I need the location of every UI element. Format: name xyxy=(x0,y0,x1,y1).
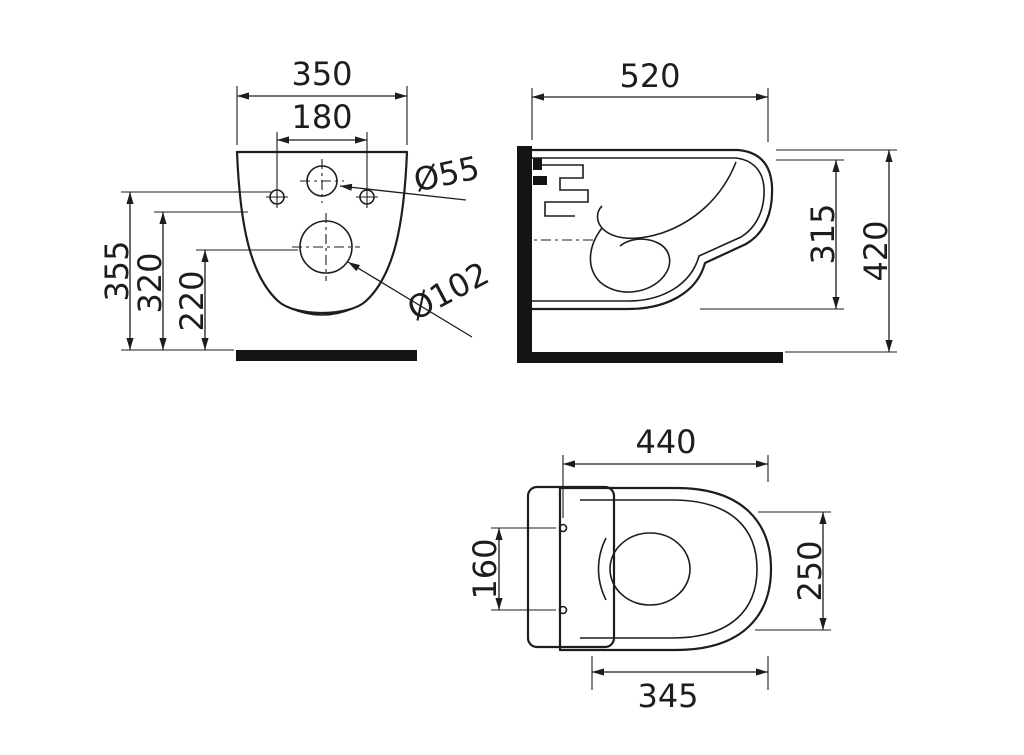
top-bowl-front-depth-label: 345 xyxy=(637,677,698,715)
front-bottom-curve xyxy=(289,307,355,316)
front-view: 350 180 355 320 220 Ø55 xyxy=(98,55,495,361)
front-height-355-label: 355 xyxy=(98,240,136,301)
top-seat-depth-label: 440 xyxy=(635,423,696,461)
side-fixing-block-bottom xyxy=(533,176,547,185)
top-bowl-width-label: 250 xyxy=(791,540,829,601)
side-fixing-block-top xyxy=(533,158,542,170)
extension-line xyxy=(776,149,897,353)
extension-line xyxy=(531,88,769,142)
side-flush-mechanism xyxy=(533,164,589,217)
front-hole-spacing-label: 180 xyxy=(291,98,352,136)
front-hole-spacing-dimension: 180 xyxy=(276,98,368,186)
top-seat-front-arc xyxy=(597,537,607,601)
inlet-centerlines xyxy=(300,159,344,203)
top-bowl-opening xyxy=(609,532,691,606)
side-overall-height-label: 420 xyxy=(857,220,895,281)
leader-line xyxy=(339,183,467,201)
top-hinge-spacing-dimension: 160 xyxy=(466,527,556,611)
top-seat-outer xyxy=(558,486,773,652)
extension-line xyxy=(121,191,272,351)
front-height-220-label: 220 xyxy=(173,270,211,331)
front-inlet-diameter-label: Ø55 xyxy=(410,149,482,200)
outlet-centerlines xyxy=(292,213,360,281)
front-inlet-hole xyxy=(300,159,344,203)
side-trap-curve xyxy=(589,227,671,293)
front-outlet-hole xyxy=(292,213,360,281)
side-wall-bar xyxy=(517,146,532,354)
side-body-height-label: 315 xyxy=(804,203,842,264)
side-depth-label: 520 xyxy=(619,57,680,95)
extension-line xyxy=(755,511,831,631)
top-hinge-spacing-label: 160 xyxy=(466,538,504,599)
top-hinge-hole-upper xyxy=(558,523,568,533)
side-depth-dimension: 520 xyxy=(531,57,769,142)
front-overall-width-label: 350 xyxy=(291,55,352,93)
side-body-outer xyxy=(532,148,774,311)
side-view: 520 315 420 xyxy=(517,57,897,363)
top-seat-depth-dimension: 440 xyxy=(562,423,769,518)
fixing-hole-cross xyxy=(356,186,378,208)
fixing-hole-cross xyxy=(266,186,288,208)
top-view: 440 160 250 345 xyxy=(466,423,831,715)
side-overall-height-dimension: 420 xyxy=(776,149,897,353)
top-hinge-hole-lower xyxy=(558,605,568,615)
front-outlet-diameter-label: Ø102 xyxy=(401,254,495,328)
leader-line xyxy=(347,261,473,338)
top-bowl-front-depth-dimension: 345 xyxy=(591,656,769,715)
front-height-320-dimension: 320 xyxy=(131,211,248,350)
front-height-220-dimension: 220 xyxy=(173,249,298,350)
front-fixing-hole-left xyxy=(266,186,288,208)
front-fixing-hole-right xyxy=(356,186,378,208)
top-seat-inner xyxy=(580,499,758,639)
top-bowl-width-dimension: 250 xyxy=(755,511,831,631)
front-height-355-dimension: 355 xyxy=(98,191,272,351)
front-wall-bar xyxy=(236,350,417,361)
front-body-outline xyxy=(235,150,409,315)
top-tank-outline xyxy=(526,485,616,649)
side-basin-curve xyxy=(596,161,737,240)
side-body-inner xyxy=(532,157,765,302)
side-floor-bar xyxy=(517,352,783,363)
side-body-height-dimension: 315 xyxy=(700,159,844,310)
front-height-320-label: 320 xyxy=(131,252,169,313)
front-overall-width-dimension: 350 xyxy=(236,55,408,145)
